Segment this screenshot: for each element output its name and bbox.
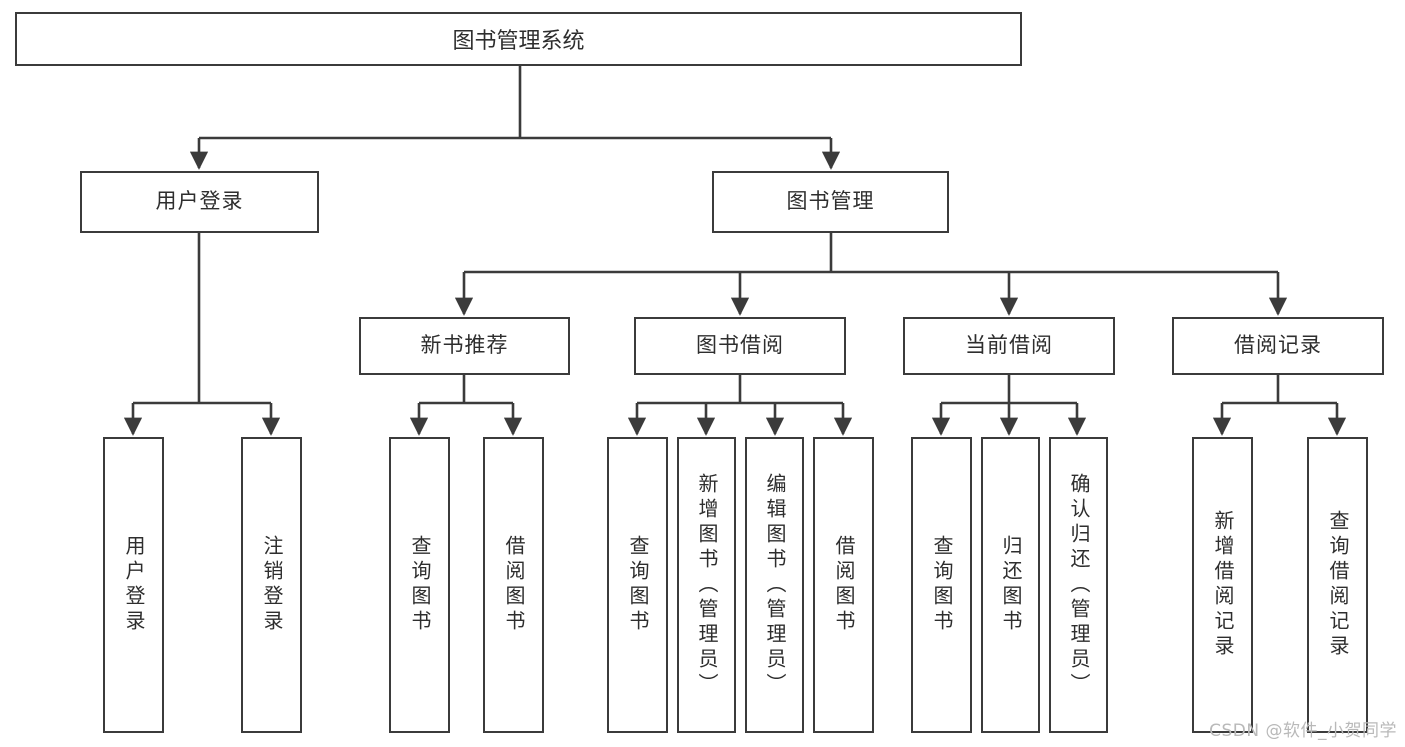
node-book-management[interactable]: 图书管理 xyxy=(712,171,949,233)
leaf-user-login-login[interactable]: 用户登录 xyxy=(103,437,164,733)
leaf-label: 借阅图书 xyxy=(832,535,856,635)
leaf-label: 借阅图书 xyxy=(502,535,526,635)
leaf-new-book-query[interactable]: 查询图书 xyxy=(389,437,450,733)
leaf-label: 注销登录 xyxy=(260,535,284,635)
leaf-user-login-logout[interactable]: 注销登录 xyxy=(241,437,302,733)
leaf-label: 确认归还（管理员） xyxy=(1067,472,1091,698)
node-book-borrow[interactable]: 图书借阅 xyxy=(634,317,846,375)
node-root-system[interactable]: 图书管理系统 xyxy=(15,12,1022,66)
leaf-label: 查询图书 xyxy=(930,535,954,635)
leaf-borrow-record-add[interactable]: 新增借阅记录 xyxy=(1192,437,1253,733)
leaf-label: 查询图书 xyxy=(626,535,650,635)
leaf-label: 用户登录 xyxy=(122,535,146,635)
leaf-label: 查询借阅记录 xyxy=(1326,510,1350,660)
leaf-borrow-record-query[interactable]: 查询借阅记录 xyxy=(1307,437,1368,733)
node-new-book-recommend-label: 新书推荐 xyxy=(420,333,509,358)
leaf-book-borrow-borrow[interactable]: 借阅图书 xyxy=(813,437,874,733)
node-new-book-recommend[interactable]: 新书推荐 xyxy=(359,317,570,375)
leaf-book-borrow-edit[interactable]: 编辑图书（管理员） xyxy=(745,437,804,733)
leaf-label: 归还图书 xyxy=(999,535,1023,635)
node-borrow-record[interactable]: 借阅记录 xyxy=(1172,317,1384,375)
csdn-watermark: CSDN @软件_小贺同学 xyxy=(1209,721,1397,741)
node-user-login[interactable]: 用户登录 xyxy=(80,171,319,233)
leaf-book-borrow-add[interactable]: 新增图书（管理员） xyxy=(677,437,736,733)
leaf-label: 编辑图书（管理员） xyxy=(763,472,787,698)
leaf-current-borrow-query[interactable]: 查询图书 xyxy=(911,437,972,733)
node-book-management-label: 图书管理 xyxy=(786,189,875,214)
node-user-login-label: 用户登录 xyxy=(155,189,244,214)
leaf-label: 新增借阅记录 xyxy=(1211,510,1235,660)
leaf-label: 新增图书（管理员） xyxy=(695,472,719,698)
node-book-borrow-label: 图书借阅 xyxy=(696,333,784,358)
node-current-borrow-label: 当前借阅 xyxy=(965,333,1053,358)
leaf-current-borrow-confirm-return[interactable]: 确认归还（管理员） xyxy=(1049,437,1108,733)
leaf-book-borrow-query[interactable]: 查询图书 xyxy=(607,437,668,733)
leaf-new-book-borrow[interactable]: 借阅图书 xyxy=(483,437,544,733)
leaf-current-borrow-return[interactable]: 归还图书 xyxy=(981,437,1040,733)
node-borrow-record-label: 借阅记录 xyxy=(1234,333,1322,358)
node-current-borrow[interactable]: 当前借阅 xyxy=(903,317,1115,375)
node-root-label: 图书管理系统 xyxy=(452,29,585,54)
leaf-label: 查询图书 xyxy=(408,535,432,635)
